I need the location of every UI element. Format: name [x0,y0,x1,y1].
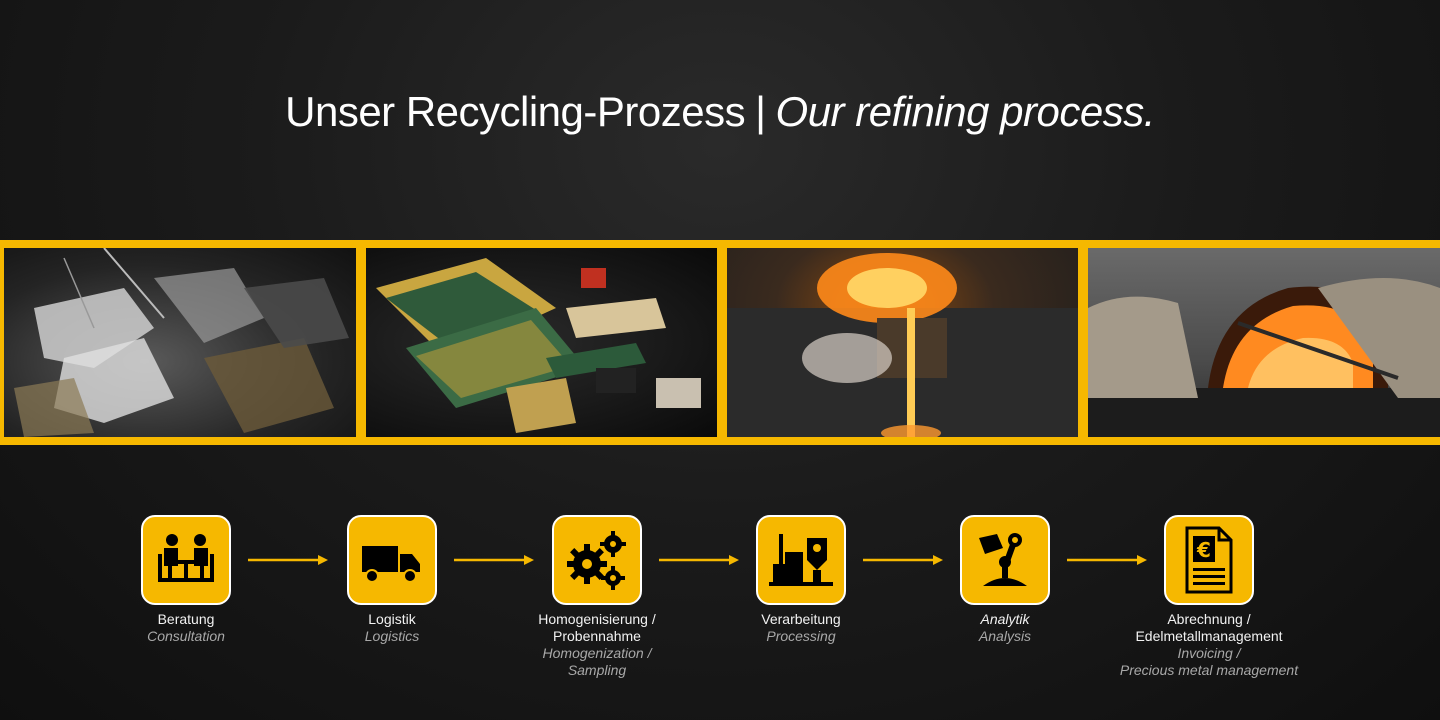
step-label-de: Analytik [980,611,1030,627]
step-icon-box [960,515,1050,605]
step-analysis: Analytik Analysis [905,515,1105,645]
title-english: Our refining process. [775,88,1156,135]
step-processing: Verarbeitung Processing [701,515,901,645]
step-homogenization: Homogenisierung / Probennahme Homogeniza… [497,515,697,679]
step-label-en: Logistics [364,628,420,644]
step-icon-box [756,515,846,605]
page-title: Unser Recycling-Prozess|Our refining pro… [0,88,1440,136]
process-steps: Beratung Consultation Logistik Logistics [0,515,1440,715]
arrow-icon [863,555,943,565]
photo-strip [0,240,1440,445]
truck-icon [362,546,420,583]
scrap-metal-photo [4,248,356,437]
factory-icon [769,534,833,586]
step-consultation: Beratung Consultation [86,515,286,645]
arrow-icon [1067,555,1147,565]
arrow-icon [659,555,739,565]
svg-text:€: € [1196,538,1211,562]
step-icon-box [347,515,437,605]
analysis-robot-icon [979,533,1027,586]
step-label-en: Processing [766,628,836,644]
arrow-icon [248,555,328,565]
step-label-de: Abrechnung / Edelmetallmanagement [1135,611,1283,644]
step-icon-box [552,515,642,605]
circuit-boards-photo [366,248,717,437]
step-logistics: Logistik Logistics [292,515,492,645]
molten-metal-pour-photo [727,248,1078,437]
step-label-en: Invoicing / Precious metal management [1119,645,1299,678]
consultation-icon [158,534,214,582]
step-label-en: Homogenization / Sampling [542,645,652,678]
step-invoicing: € Abrechnung / Edelmetallmanagement Invo… [1109,515,1309,679]
gears-icon [567,531,626,590]
step-label-de: Homogenisierung / Probennahme [538,611,656,644]
step-icon-box: € [1164,515,1254,605]
title-separator: | [755,88,766,135]
step-label-en: Consultation [147,628,225,644]
invoice-euro-icon: € [1185,526,1233,594]
step-label-en: Analysis [978,628,1032,644]
step-label-de: Logistik [368,611,416,627]
step-label-de: Verarbeitung [761,611,841,627]
furnace-photo [1088,248,1440,437]
step-label-de: Beratung [157,611,215,627]
arrow-icon [454,555,534,565]
step-icon-box [141,515,231,605]
title-german: Unser Recycling-Prozess [285,88,746,135]
